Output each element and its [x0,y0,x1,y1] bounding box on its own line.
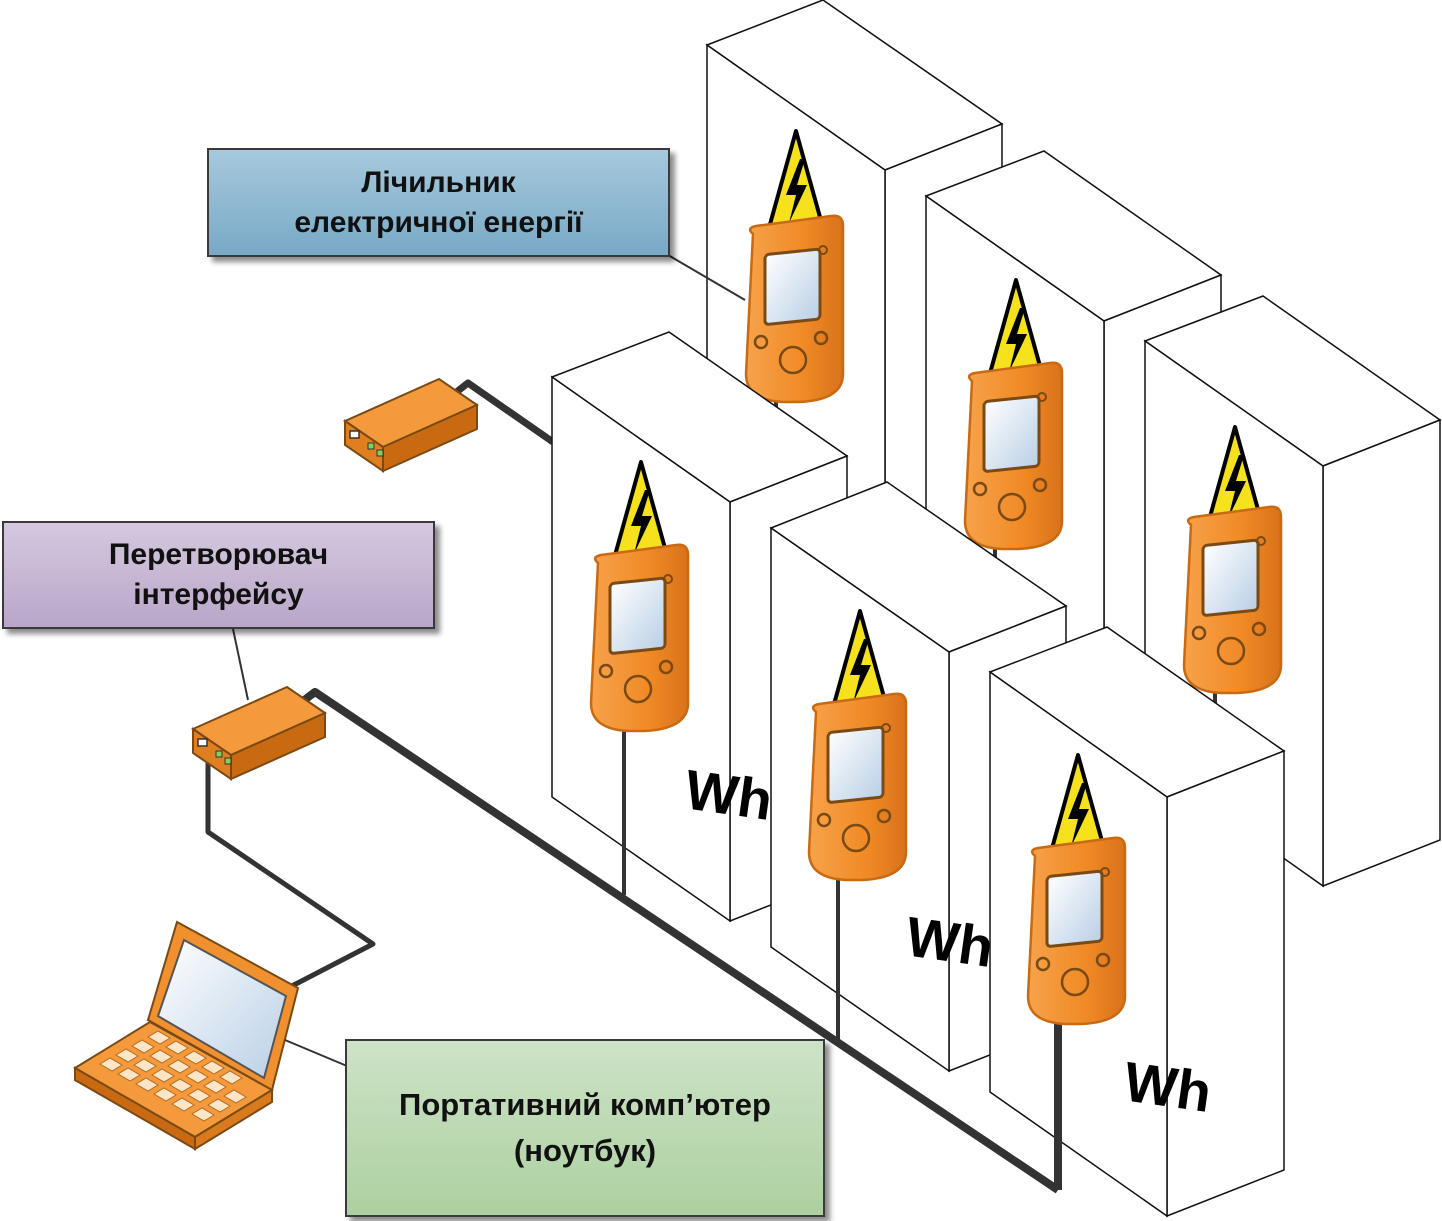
meter-callout-line2: електричної енергії [294,205,583,239]
laptop-callout-line2: (ноутбук) [513,1133,657,1168]
laptop-callout: Портативний комп’ютер (ноутбук) [345,1039,825,1217]
wh-label: Wh [681,757,776,832]
wh-label: Wh [902,904,997,979]
electricity-meter-icon [1026,836,1127,1026]
callout-leaders [232,254,746,1067]
interface-converter-icon [344,378,478,472]
converter-callout-line1: Перетворювач [108,538,329,571]
wh-label: Wh [1120,1049,1215,1124]
converter-callout-line2: інтерфейсу [133,578,304,611]
cabinet-front-3: Wh [988,626,1286,1218]
meter-callout-line1: Лічильник [361,165,516,199]
electricity-meter-icon [744,214,845,404]
laptop-icon [73,920,300,1151]
converter-callout: Перетворювач інтерфейсу [2,521,435,629]
cable-laptop-converter [205,752,376,990]
electricity-meter-icon [1182,505,1283,695]
laptop-callout-line1: Портативний комп’ютер [399,1087,771,1122]
electricity-meter-icon [589,543,690,733]
electricity-meter-icon [807,692,908,882]
electricity-meter-icon [963,361,1064,551]
interface-converter-icon [192,686,326,780]
meter-callout: Лічильник електричної енергії [207,148,670,257]
